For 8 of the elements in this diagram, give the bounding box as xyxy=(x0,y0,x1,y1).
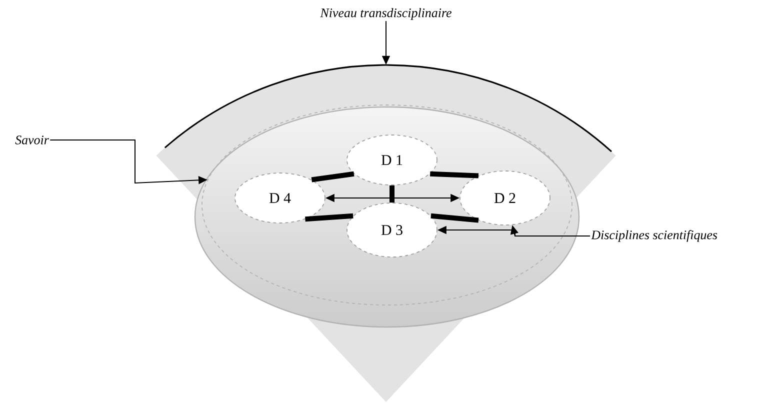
label-text: Niveau transdisciplinaire xyxy=(320,8,452,20)
connector-bar xyxy=(305,213,354,222)
connector-bar xyxy=(430,213,479,223)
connector-bar xyxy=(390,185,394,203)
label-text: Disciplines scientifiques xyxy=(591,230,718,242)
connector-bar xyxy=(430,171,479,178)
connector-bar xyxy=(311,171,354,182)
label-text: Savoir xyxy=(15,136,49,144)
